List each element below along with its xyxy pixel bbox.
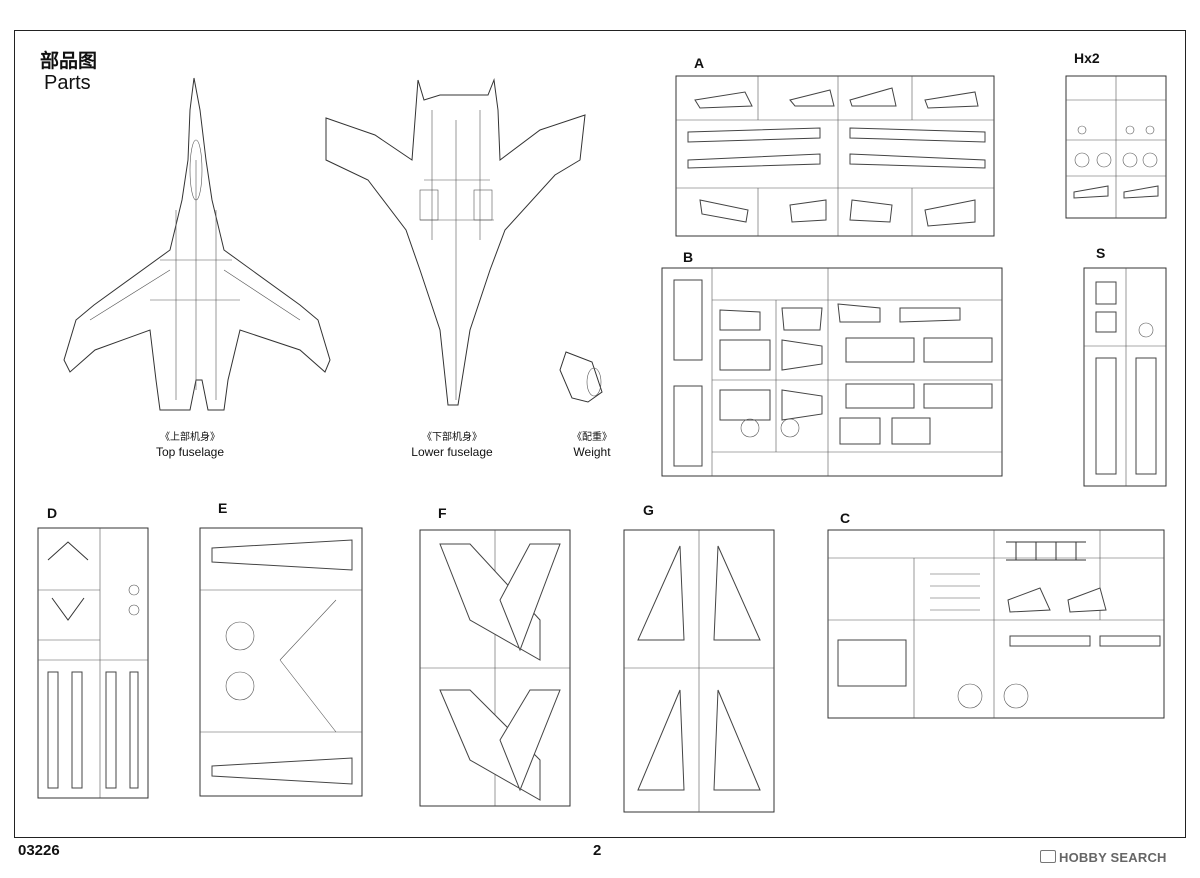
sprue-e-frame [199,527,363,797]
hobby-search-logo-icon [1040,850,1056,863]
sprue-b-frame [661,267,1003,477]
weight-caption: 《配重》 Weight [552,430,632,460]
lower-fuselage-caption: 《下部机身》 Lower fuselage [392,430,512,460]
sprue-a-frame [675,75,995,237]
sprue-g-frame [623,529,775,813]
page-number: 2 [593,842,602,859]
sprue-label-e: E [218,500,228,516]
sprue-label-h: Hx2 [1074,50,1100,66]
page-title-en: Parts [44,72,91,94]
top-fuselage-drawing [63,77,331,411]
product-code: 03226 [18,842,60,859]
page-title-cn: 部品图 [40,50,98,72]
lower-fuselage-caption-cn: 《下部机身》 [422,432,482,443]
sprue-label-f: F [438,505,447,521]
sprue-d-frame [37,527,149,799]
lower-fuselage-drawing [325,78,586,406]
sprue-h-frame [1065,75,1167,219]
top-fuselage-caption-cn: 《上部机身》 [160,432,220,443]
sprue-label-b: B [683,249,694,265]
sprue-s-frame [1083,267,1167,487]
sprue-f-frame [419,529,571,807]
sprue-label-g: G [643,502,654,518]
watermark-text: HOBBY SEARCH [1059,850,1167,865]
lower-fuselage-caption-en: Lower fuselage [411,445,493,459]
sprue-label-d: D [47,505,58,521]
sprue-label-a: A [694,55,705,71]
sprue-c-frame [827,529,1165,719]
sprue-label-c: C [840,510,851,526]
watermark: HOBBY SEARCH [1040,850,1167,865]
weight-drawing [559,351,603,403]
sprue-label-s: S [1096,245,1106,261]
top-fuselage-caption: 《上部机身》 Top fuselage [130,430,250,460]
weight-caption-cn: 《配重》 [572,432,612,443]
top-fuselage-caption-en: Top fuselage [155,445,225,459]
weight-caption-en: Weight [573,445,611,459]
page-frame [14,30,1186,838]
